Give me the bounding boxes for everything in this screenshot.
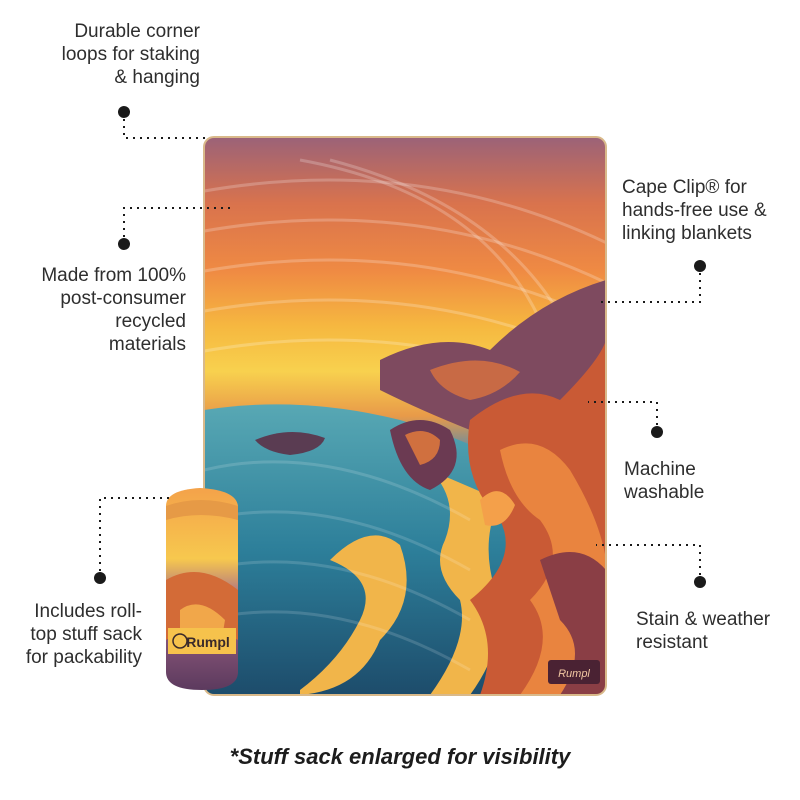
dot-weather — [694, 576, 706, 588]
blanket-print: Rumpl — [204, 137, 606, 695]
callout-cape-clip: Cape Clip® for hands-free use & linking … — [622, 177, 767, 244]
callout-dots — [94, 106, 706, 588]
connector-weather — [596, 544, 701, 582]
callout-stuff-sack: Includes roll- top stuff sack for packab… — [25, 601, 142, 668]
callout-connectors — [99, 112, 701, 582]
sack-logo: Rumpl — [186, 634, 230, 650]
dot-washable — [651, 426, 663, 438]
connector-stuff-sack — [99, 497, 170, 578]
callout-recycled: Made from 100% post-consumer recycled ma… — [41, 265, 186, 355]
dot-corner-loops — [118, 106, 130, 118]
blanket-tag — [548, 660, 600, 684]
callout-corner-loops: Durable corner loops for staking & hangi… — [61, 21, 200, 88]
dot-recycled — [118, 238, 130, 250]
callout-washable: Machine washable — [624, 459, 705, 503]
dot-stuff-sack — [94, 572, 106, 584]
stuff-sack: Rumpl — [166, 488, 238, 690]
connector-washable — [588, 401, 658, 432]
connector-cape-clip — [600, 266, 701, 303]
blanket-tag-text: Rumpl — [558, 668, 590, 680]
dot-cape-clip — [694, 260, 706, 272]
callout-weather: Stain & weather resistant — [636, 609, 771, 653]
footnote: *Stuff sack enlarged for visibility — [229, 744, 571, 769]
connector-corner-loops — [123, 112, 205, 139]
connector-recycled — [123, 207, 230, 244]
